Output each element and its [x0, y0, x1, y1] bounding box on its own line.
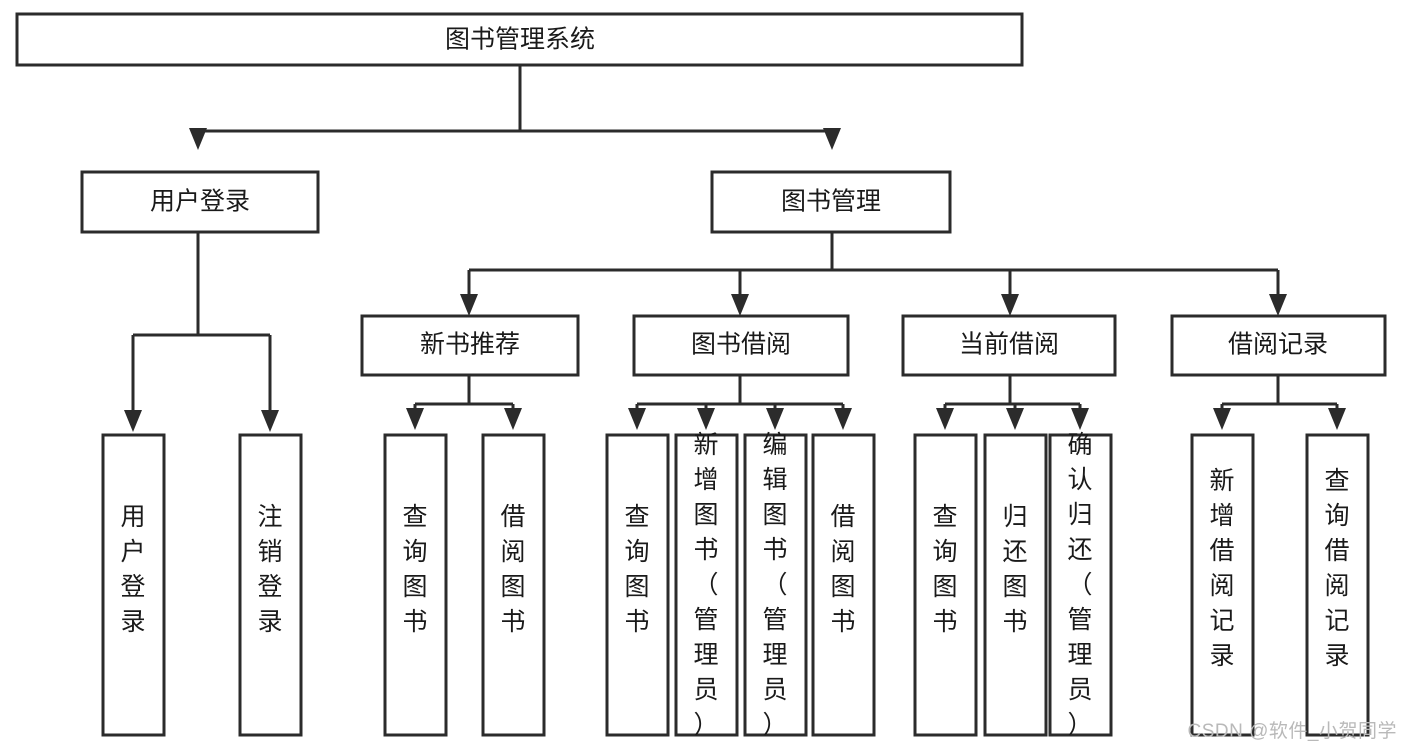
node-book-borrow-box[interactable]	[632, 314, 850, 377]
node-leaf-confirm-return-box[interactable]	[1048, 433, 1113, 737]
arrow-to-leaf-borrow-book-1	[504, 408, 522, 430]
node-leaf-add-book-label: 新增图书（管理员）	[693, 431, 718, 739]
node-leaf-return-book[interactable]: 归还图书	[983, 433, 1048, 737]
node-root-box[interactable]	[15, 12, 1024, 67]
node-current-borrow[interactable]: 当前借阅	[901, 314, 1117, 377]
arrow-to-borrow-record	[1269, 294, 1287, 316]
node-current-borrow-label: 当前借阅	[959, 331, 1059, 359]
node-leaf-query-book-3[interactable]: 查询图书	[913, 433, 978, 737]
arrow-to-leaf-user-logout	[261, 410, 279, 432]
node-new-book-rec-box[interactable]	[360, 314, 580, 377]
node-root-label: 图书管理系统	[445, 26, 595, 54]
arrow-to-user-login	[189, 128, 207, 150]
node-leaf-query-book-1-box[interactable]	[383, 433, 448, 737]
node-leaf-user-logout[interactable]: 注销登录	[238, 433, 303, 737]
node-book-mgmt-label: 图书管理	[781, 188, 881, 216]
node-borrow-record-label: 借阅记录	[1228, 331, 1328, 359]
node-leaf-query-book-1[interactable]: 查询图书	[383, 433, 448, 737]
arrow-to-leaf-query-book-2	[628, 408, 646, 430]
node-leaf-query-book-2[interactable]: 查询图书	[605, 433, 670, 737]
connectors-group	[124, 65, 1346, 432]
arrow-to-leaf-return-book	[1006, 408, 1024, 430]
node-leaf-user-login-label: 用户登录	[120, 503, 145, 636]
node-book-mgmt[interactable]: 图书管理	[710, 170, 952, 234]
node-new-book-rec-label: 新书推荐	[420, 331, 520, 359]
arrow-to-leaf-add-record	[1213, 408, 1231, 430]
arrow-to-book-mgmt	[823, 128, 841, 150]
node-leaf-add-record[interactable]: 新增借阅记录	[1190, 433, 1255, 737]
node-leaf-query-book-3-box[interactable]	[913, 433, 978, 737]
arrow-to-leaf-query-record	[1328, 408, 1346, 430]
node-leaf-borrow-book-1[interactable]: 借阅图书	[481, 433, 546, 737]
node-current-borrow-box[interactable]	[901, 314, 1117, 377]
arrow-to-leaf-confirm-return	[1071, 408, 1089, 430]
node-book-mgmt-box[interactable]	[710, 170, 952, 234]
arrow-to-leaf-query-book-1	[406, 408, 424, 430]
arrow-to-leaf-add-book	[697, 408, 715, 430]
node-leaf-borrow-book-2[interactable]: 借阅图书	[811, 433, 876, 737]
node-leaf-borrow-book-1-box[interactable]	[481, 433, 546, 737]
node-leaf-add-book[interactable]: 新增图书（管理员）	[674, 431, 739, 739]
node-user-login-box[interactable]	[80, 170, 320, 234]
arrow-to-current-borrow	[1001, 294, 1019, 316]
node-borrow-record[interactable]: 借阅记录	[1170, 314, 1387, 377]
node-leaf-user-login[interactable]: 用户登录	[101, 433, 166, 737]
node-leaf-user-logout-box[interactable]	[238, 433, 303, 737]
node-leaf-confirm-return[interactable]: 确认归还（管理员）	[1048, 431, 1113, 739]
node-leaf-user-login-box[interactable]	[101, 433, 166, 737]
node-leaf-add-record-box[interactable]	[1190, 433, 1255, 737]
node-leaf-query-record-label: 查询借阅记录	[1324, 467, 1349, 670]
node-leaf-borrow-book-2-label: 借阅图书	[830, 503, 855, 636]
node-leaf-borrow-book-2-box[interactable]	[811, 433, 876, 737]
node-leaf-query-book-3-label: 查询图书	[932, 503, 957, 636]
arrow-to-new-book-rec	[460, 294, 478, 316]
node-book-borrow[interactable]: 图书借阅	[632, 314, 850, 377]
arrow-to-leaf-edit-book	[766, 408, 784, 430]
node-leaf-user-logout-label: 注销登录	[257, 503, 282, 636]
node-leaf-query-book-2-box[interactable]	[605, 433, 670, 737]
node-leaf-query-book-1-label: 查询图书	[402, 503, 427, 636]
node-root[interactable]: 图书管理系统	[15, 12, 1024, 67]
node-leaf-query-record[interactable]: 查询借阅记录	[1305, 433, 1370, 737]
arrow-to-leaf-user-login	[124, 410, 142, 432]
node-leaf-add-record-label: 新增借阅记录	[1209, 467, 1234, 670]
node-user-login-label: 用户登录	[150, 188, 250, 216]
node-leaf-edit-book-box[interactable]	[743, 433, 808, 737]
node-leaf-return-book-label: 归还图书	[1002, 503, 1027, 636]
node-leaf-borrow-book-1-label: 借阅图书	[500, 503, 525, 636]
arrow-to-leaf-borrow-book-2	[834, 408, 852, 430]
arrow-to-book-borrow	[731, 294, 749, 316]
node-leaf-return-book-box[interactable]	[983, 433, 1048, 737]
node-book-borrow-label: 图书借阅	[691, 331, 791, 359]
node-leaf-query-record-box[interactable]	[1305, 433, 1370, 737]
arrow-to-leaf-query-book-3	[936, 408, 954, 430]
node-leaf-edit-book[interactable]: 编辑图书（管理员）	[743, 431, 808, 739]
node-leaf-edit-book-label: 编辑图书（管理员）	[762, 431, 787, 739]
node-new-book-rec[interactable]: 新书推荐	[360, 314, 580, 377]
node-user-login[interactable]: 用户登录	[80, 170, 320, 234]
node-leaf-confirm-return-label: 确认归还（管理员）	[1067, 431, 1092, 739]
node-borrow-record-box[interactable]	[1170, 314, 1387, 377]
node-leaf-query-book-2-label: 查询图书	[624, 503, 649, 636]
node-leaf-add-book-box[interactable]	[674, 433, 739, 737]
